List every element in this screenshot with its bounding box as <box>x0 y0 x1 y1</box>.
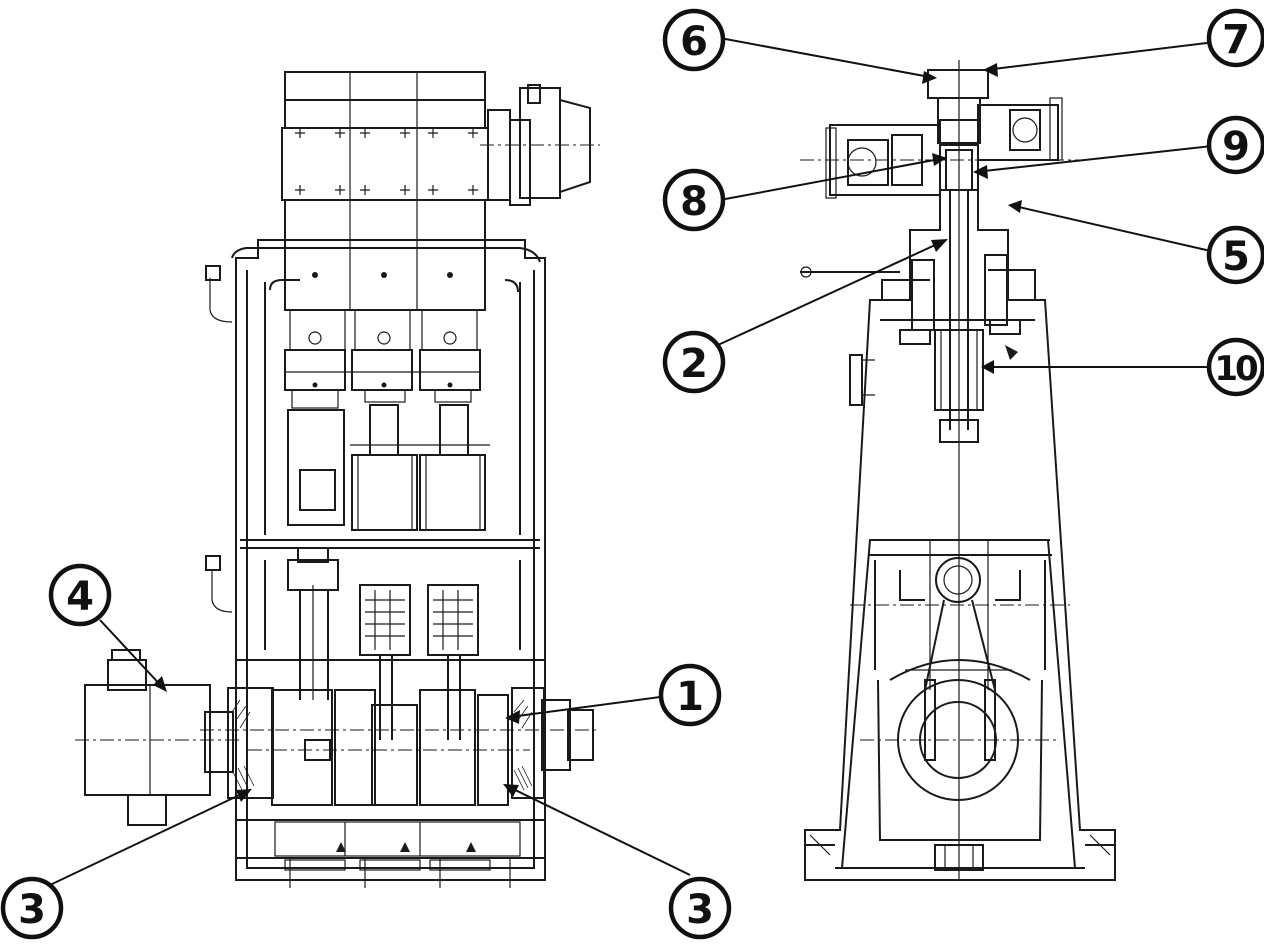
callout-4: 4 <box>48 563 112 627</box>
callout-10: 10 <box>1206 337 1264 397</box>
side-gauges <box>205 265 233 613</box>
cylinders-plungers <box>287 404 490 531</box>
svg-text:8: 8 <box>680 179 708 225</box>
shaft-coupling <box>75 649 240 826</box>
svg-text:7: 7 <box>1222 17 1250 63</box>
callout-9: 9 <box>1206 115 1264 175</box>
crosshead-guides <box>287 547 479 740</box>
svg-text:4: 4 <box>66 574 94 620</box>
svg-text:9: 9 <box>1222 124 1250 170</box>
valve-block-upper <box>800 69 1080 199</box>
piston-rod <box>934 60 984 880</box>
callout-1: 1 <box>658 663 722 727</box>
side-section-view <box>800 60 1116 881</box>
crankshaft <box>200 689 600 806</box>
leader-lines <box>49 37 1216 886</box>
callout-6: 6 <box>662 8 726 72</box>
callout-7: 7 <box>1206 8 1264 68</box>
svg-text:2: 2 <box>680 341 708 387</box>
callout-3a: 3 <box>0 876 64 940</box>
side-frame <box>804 119 1116 881</box>
crankcase-lower <box>877 659 1043 871</box>
callout-markers: 1 2 3 3 4 5 6 7 <box>0 8 1264 940</box>
shaft-end-right <box>541 699 594 771</box>
main-bearings <box>227 687 545 799</box>
svg-text:6: 6 <box>680 19 708 65</box>
callout-5: 5 <box>1206 225 1264 285</box>
gland-fittings <box>800 254 1021 406</box>
connecting-rod <box>850 540 1070 801</box>
discharge-elbow <box>480 84 600 206</box>
valve-chest-blocks <box>281 71 489 409</box>
svg-text:1: 1 <box>676 674 704 720</box>
svg-text:10: 10 <box>1214 349 1258 389</box>
frame-outline <box>231 239 546 888</box>
svg-text:3: 3 <box>686 887 714 933</box>
callout-3b: 3 <box>668 876 732 940</box>
front-section-view <box>75 71 600 888</box>
callout-8: 8 <box>662 168 726 232</box>
svg-text:5: 5 <box>1222 234 1250 280</box>
callout-2: 2 <box>662 330 726 394</box>
svg-text:3: 3 <box>18 887 46 933</box>
